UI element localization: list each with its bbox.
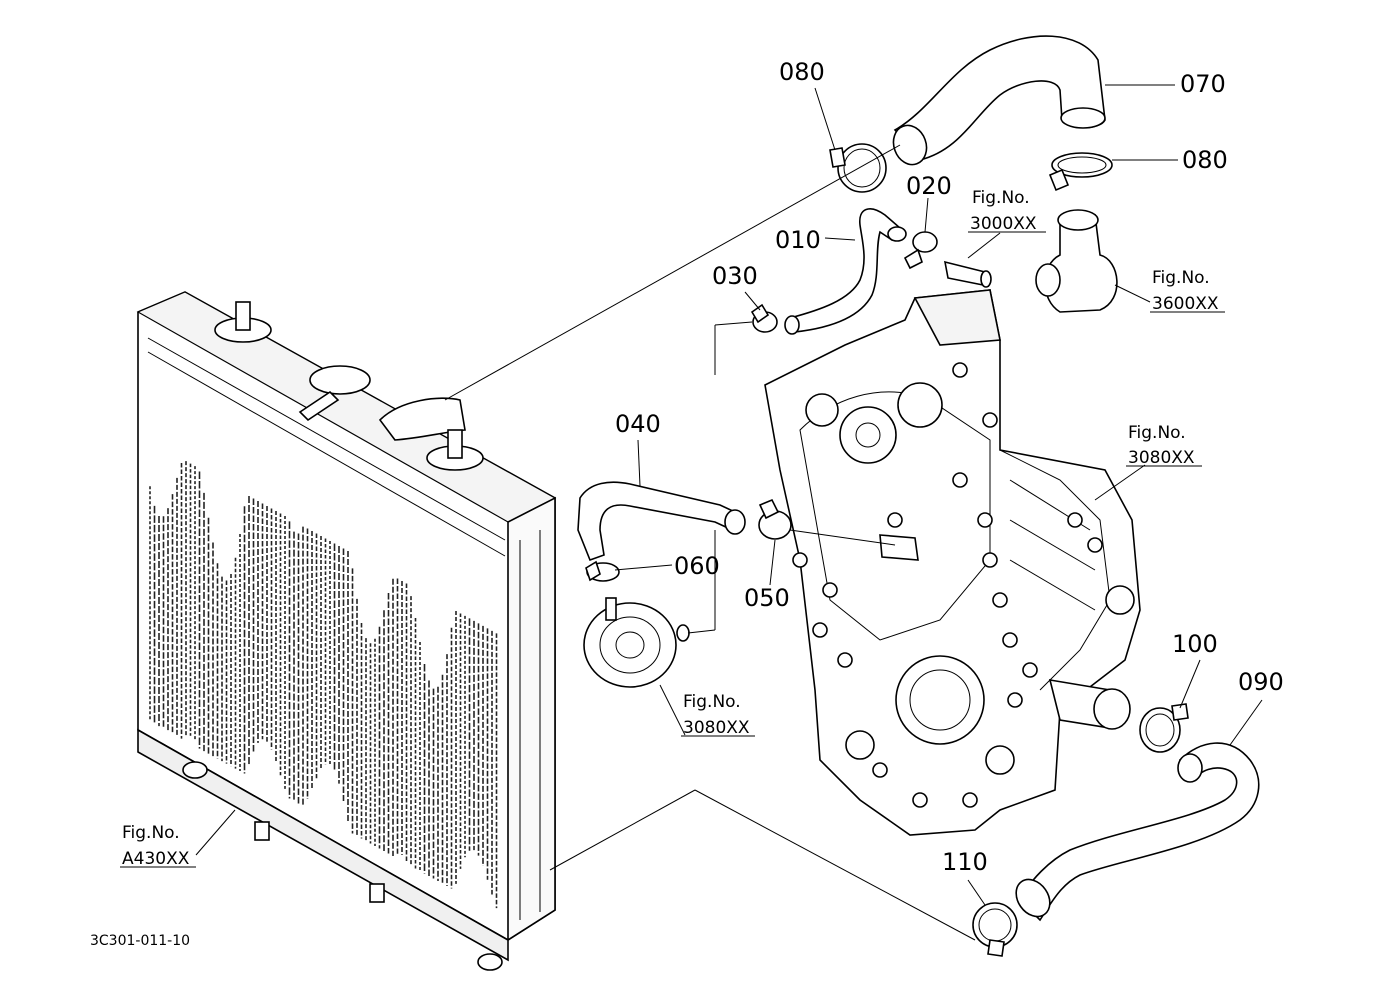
- leader-lines: [120, 84, 1263, 941]
- part-label-040: 040: [615, 410, 661, 438]
- radiator: [136, 291, 557, 971]
- part-label-060: 060: [674, 552, 720, 580]
- part-label-010: 010: [775, 226, 821, 254]
- clamp-030: [750, 303, 778, 333]
- upper-hose-070: [892, 35, 1106, 166]
- lower-hose-090: [1015, 742, 1260, 922]
- part-label-030: 030: [712, 262, 758, 290]
- clamp-050: [758, 498, 792, 540]
- part-label-020: 020: [906, 172, 952, 200]
- clamp-110: [972, 902, 1018, 957]
- part-label-080-upper: 080: [779, 58, 825, 86]
- part-label-090: 090: [1238, 668, 1284, 696]
- ref-3600-label: Fig.No.: [1152, 268, 1210, 288]
- thermostat-cover: [1035, 209, 1118, 313]
- diagram-code: 3C301-011-10: [90, 933, 190, 949]
- ref-3080-cooler-label: Fig.No.: [683, 692, 741, 712]
- part-label-050: 050: [744, 584, 790, 612]
- ref-a430-code: A430XX: [122, 849, 190, 869]
- ref-3600-code: 3600XX: [1152, 294, 1219, 314]
- clamp-100: [1139, 703, 1189, 753]
- clamp-060: [585, 560, 620, 582]
- clamp-080-right: [1048, 152, 1113, 192]
- hose-040: [577, 481, 746, 562]
- radiator-core-fins: [149, 461, 498, 909]
- ref-3080-engine-label: Fig.No.: [1128, 423, 1186, 443]
- part-label-080-right: 080: [1182, 146, 1228, 174]
- ref-a430-label: Fig.No.: [122, 823, 180, 843]
- ref-3000-code: 3000XX: [970, 214, 1037, 234]
- part-label-100: 100: [1172, 630, 1218, 658]
- clamp-020: [903, 231, 938, 270]
- clamp-080-upper-left: [829, 143, 887, 193]
- ref-3080-cooler-code: 3080XX: [683, 718, 750, 738]
- part-label-070: 070: [1180, 70, 1226, 98]
- part-label-110: 110: [942, 848, 988, 876]
- fitting-3000xx: [943, 260, 992, 288]
- oil-cooler: [583, 597, 690, 688]
- bypass-hose-010: [784, 208, 907, 335]
- engine-block: [764, 289, 1141, 836]
- ref-3080-engine-code: 3080XX: [1128, 448, 1195, 468]
- ref-3000-label: Fig.No.: [972, 188, 1030, 208]
- engine-bolts: [792, 362, 1103, 808]
